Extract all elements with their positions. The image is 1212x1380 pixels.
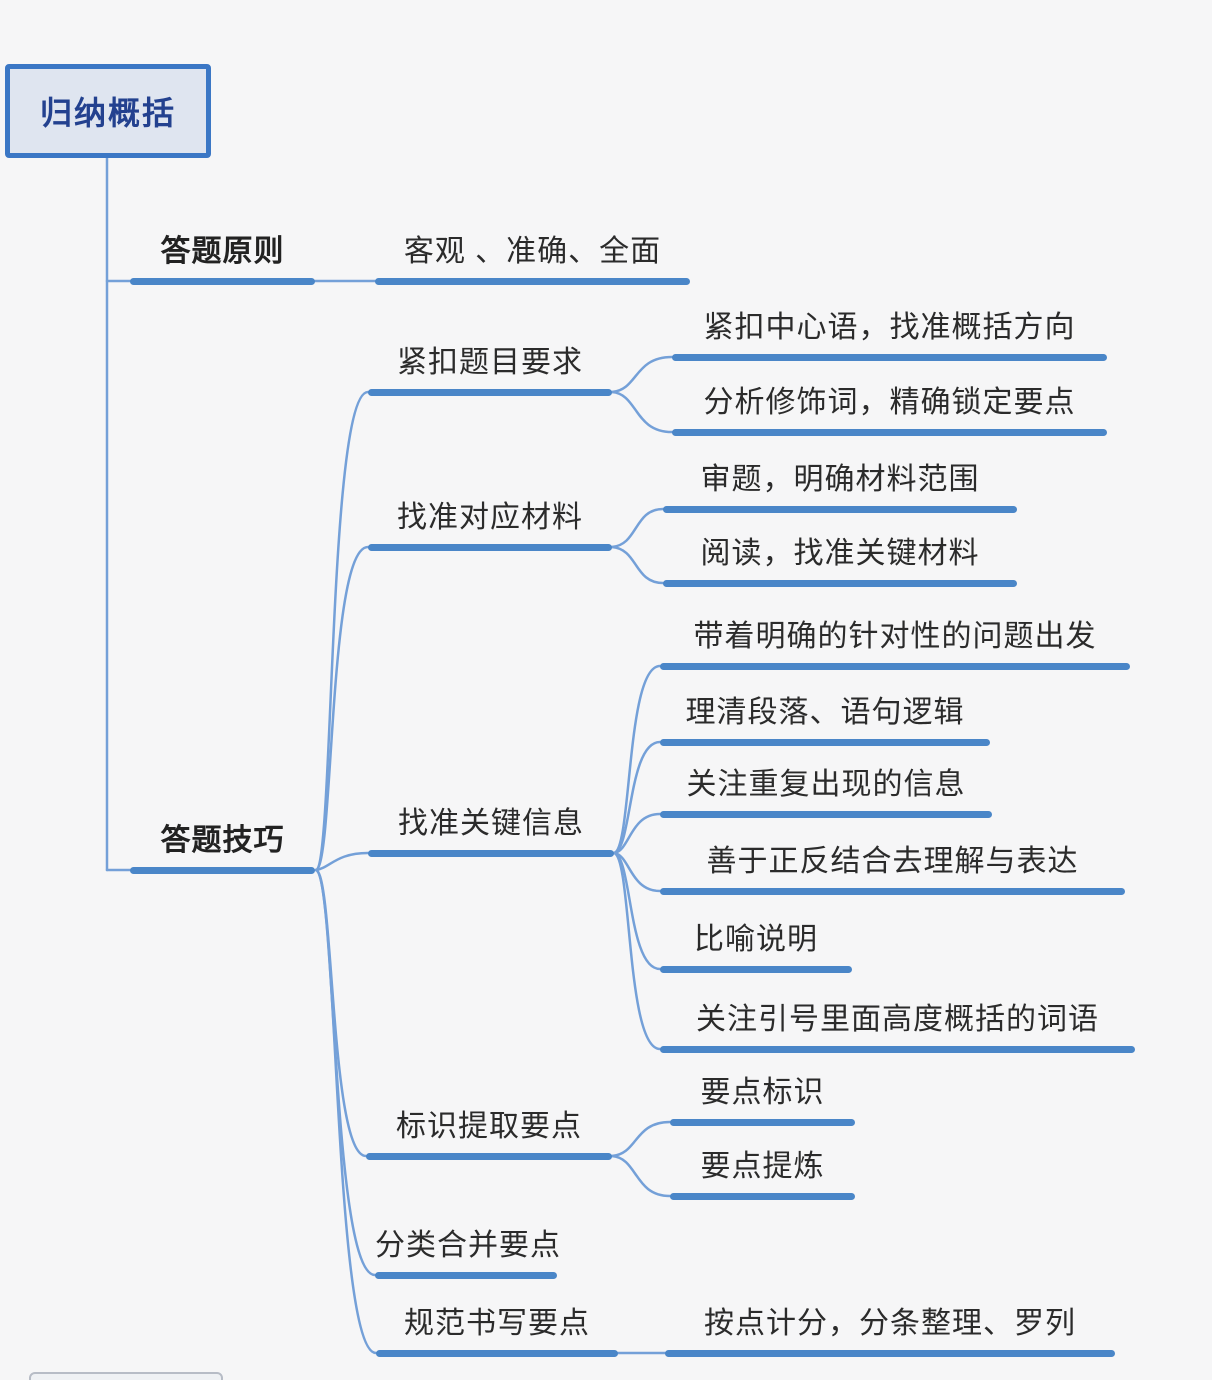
node-underline — [670, 1119, 855, 1126]
node-underline — [670, 1193, 855, 1200]
link-topic3-child6 — [612, 851, 662, 1051]
node-underline — [368, 544, 612, 551]
node-label: 阅读，找准关键材料 — [700, 537, 980, 570]
root-node-label: 归纳概括 — [39, 95, 176, 131]
node-underline — [660, 1046, 1135, 1053]
node-underline — [672, 354, 1107, 361]
node-label: 要点提炼 — [700, 1150, 825, 1183]
link-topic4-child1 — [610, 1120, 672, 1158]
cropped-box-fragment — [29, 1372, 223, 1380]
node-underline — [660, 663, 1130, 670]
node-label: 善于正反结合去理解与表达 — [706, 845, 1079, 878]
node-label: 理清段落、语句逻辑 — [685, 696, 965, 729]
node-underline — [663, 506, 1017, 513]
node-underline — [660, 888, 1125, 895]
node-underline — [130, 278, 315, 285]
node-underline — [660, 966, 852, 973]
node-label: 找准对应材料 — [397, 501, 583, 534]
node-label: 要点标识 — [700, 1076, 825, 1109]
branch-node-techniques[interactable]: 答题技巧 — [130, 823, 315, 874]
leaf-node-metaphor-explanation[interactable]: 比喻说明 — [660, 922, 852, 973]
leaf-node-positive-negative-combination[interactable]: 善于正反结合去理解与表达 — [660, 844, 1125, 895]
node-underline — [368, 389, 612, 396]
link-topic3-child3 — [612, 812, 662, 855]
leaf-node-central-phrase-direction[interactable]: 紧扣中心语，找准概括方向 — [672, 310, 1107, 361]
node-underline — [375, 1272, 557, 1279]
link-topic2-child2 — [610, 545, 665, 585]
node-label: 审题，明确材料范围 — [700, 463, 980, 496]
leaf-node-objective-accurate-comprehensive[interactable]: 客观 、准确、全面 — [375, 234, 690, 285]
node-underline — [376, 1350, 618, 1357]
node-underline — [130, 867, 315, 874]
link-topic3-child2 — [612, 740, 662, 855]
node-label: 客观 、准确、全面 — [403, 235, 662, 268]
node-label: 关注重复出现的信息 — [686, 768, 966, 801]
topic-node-follow-question-requirements[interactable]: 紧扣题目要求 — [368, 345, 612, 396]
node-label: 比喻说明 — [694, 923, 818, 956]
node-label: 紧扣题目要求 — [397, 346, 583, 379]
branch-label: 答题技巧 — [160, 824, 285, 857]
node-underline — [663, 580, 1017, 587]
link-tech-to-topic1 — [314, 390, 370, 872]
link-topic1-child2 — [610, 390, 674, 434]
node-label: 紧扣中心语，找准概括方向 — [703, 311, 1076, 344]
leaf-node-analyze-modifiers[interactable]: 分析修饰词，精确锁定要点 — [672, 385, 1107, 436]
topic-node-find-corresponding-material[interactable]: 找准对应材料 — [368, 500, 612, 551]
leaf-node-repeated-information[interactable]: 关注重复出现的信息 — [660, 767, 992, 818]
node-label: 分类合并要点 — [375, 1229, 561, 1262]
leaf-node-score-by-points-itemize[interactable]: 按点计分，分条整理、罗列 — [665, 1306, 1115, 1357]
node-underline — [660, 739, 990, 746]
node-label: 找准关键信息 — [398, 807, 584, 840]
leaf-node-read-key-material[interactable]: 阅读，找准关键材料 — [663, 536, 1017, 587]
node-label: 带着明确的针对性的问题出发 — [693, 620, 1097, 653]
node-label: 规范书写要点 — [404, 1307, 590, 1340]
topic-node-find-key-information[interactable]: 找准关键信息 — [368, 806, 614, 857]
node-underline — [660, 811, 992, 818]
node-label: 关注引号里面高度概括的词语 — [696, 1003, 1099, 1036]
link-topic2-child1 — [610, 507, 665, 549]
leaf-node-point-marking[interactable]: 要点标识 — [670, 1075, 855, 1126]
node-label: 标识提取要点 — [396, 1110, 582, 1143]
node-label: 分析修饰词，精确锁定要点 — [703, 386, 1076, 419]
node-label: 按点计分，分条整理、罗列 — [704, 1307, 1076, 1340]
link-tech-to-topic2 — [314, 545, 370, 872]
topic-node-classify-merge-points[interactable]: 分类合并要点 — [375, 1228, 561, 1279]
leaf-node-examine-question-scope[interactable]: 审题，明确材料范围 — [663, 462, 1017, 513]
link-tech-to-topic6 — [314, 868, 378, 1355]
leaf-node-point-refining[interactable]: 要点提炼 — [670, 1149, 855, 1200]
node-underline — [368, 850, 614, 857]
leaf-node-targeted-questions[interactable]: 带着明确的针对性的问题出发 — [660, 619, 1130, 670]
node-underline — [665, 1350, 1115, 1357]
link-topic4-child2 — [610, 1154, 672, 1198]
branch-node-principles[interactable]: 答题原则 — [130, 234, 315, 285]
link-topic3-child1 — [612, 664, 662, 855]
node-underline — [672, 429, 1107, 436]
leaf-node-quoted-summary-words[interactable]: 关注引号里面高度概括的词语 — [660, 1002, 1135, 1053]
node-underline — [366, 1153, 612, 1160]
topic-node-standard-writing-points[interactable]: 规范书写要点 — [376, 1306, 618, 1357]
node-underline — [375, 278, 690, 285]
branch-label: 答题原则 — [160, 235, 285, 268]
topic-node-mark-extract-points[interactable]: 标识提取要点 — [366, 1109, 612, 1160]
root-node[interactable]: 归纳概括 — [5, 64, 211, 158]
link-tech-to-topic3 — [314, 851, 370, 872]
link-topic1-child1 — [610, 355, 674, 394]
leaf-node-paragraph-sentence-logic[interactable]: 理清段落、语句逻辑 — [660, 695, 990, 746]
